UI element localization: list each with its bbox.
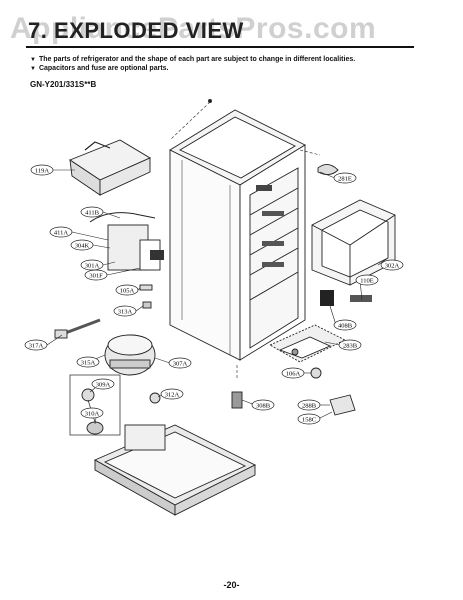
title-rule <box>26 46 414 48</box>
page-number: -20- <box>223 580 240 590</box>
callout-308B-label: 308B <box>256 402 271 409</box>
callout-281E: 281E <box>333 172 357 184</box>
triangle-bullet-icon: ▼ <box>30 66 36 72</box>
freezer-cover <box>311 199 396 286</box>
callout-106A: 106A <box>281 367 305 379</box>
callout-408B-label: 408B <box>338 322 353 329</box>
callout-106A-label: 106A <box>286 370 301 377</box>
screw-icon <box>208 99 212 103</box>
callout-301F-label: 301F <box>89 272 103 279</box>
callout-105A: 105A <box>115 284 139 296</box>
callout-105A-label: 105A <box>120 287 135 294</box>
callout-301A: 301A <box>80 259 104 271</box>
callout-411A: 411A <box>49 226 73 238</box>
triangle-bullet-icon: ▼ <box>30 57 36 63</box>
lamp-part <box>317 164 339 175</box>
callout-317A: 317A <box>24 339 48 351</box>
callout-309A-label: 309A <box>96 381 111 388</box>
callout-315A: 315A <box>76 356 100 368</box>
note-1: ▼The parts of refrigerator and the shape… <box>30 56 355 63</box>
callout-307A-label: 307A <box>173 360 188 367</box>
callout-312A: 312A <box>160 388 184 400</box>
callout-288B-label: 288B <box>302 402 317 409</box>
evaporator-tray <box>69 139 151 196</box>
callout-310A: 310A <box>80 407 104 419</box>
callout-313A: 313A <box>113 305 137 317</box>
hinge-parts <box>320 290 372 306</box>
callout-301A-label: 301A <box>85 262 100 269</box>
callout-411B-label: 411B <box>85 209 100 216</box>
callout-312A-label: 312A <box>165 391 180 398</box>
callout-302A-label: 302A <box>385 262 400 269</box>
callout-304K-label: 304K <box>75 242 90 249</box>
small-clips <box>139 284 153 309</box>
callout-411B: 411B <box>80 206 104 218</box>
compressor <box>54 318 156 376</box>
callout-288B: 288B <box>297 399 321 411</box>
callout-119A-label: 119A <box>35 167 50 174</box>
callout-301F: 301F <box>84 269 108 281</box>
callout-281E-label: 281E <box>338 175 352 182</box>
refrigerator-cabinet <box>169 109 306 361</box>
callout-304K: 304K <box>70 239 94 251</box>
control-box <box>89 212 164 271</box>
callout-119A: 119A <box>30 164 54 176</box>
callout-317A-label: 317A <box>29 342 44 349</box>
callout-302A: 302A <box>380 259 404 271</box>
page-title: 7. EXPLODED VIEW <box>28 18 244 43</box>
note-1-text: The parts of refrigerator and the shape … <box>38 56 356 63</box>
note-2-text: Capacitors and fuse are optional parts. <box>38 65 169 72</box>
grommet-icon <box>149 392 161 404</box>
callout-158C: 158C <box>297 413 321 425</box>
model-number: GN-Y201/331S**B <box>30 80 97 89</box>
callout-308B: 308B <box>251 399 275 411</box>
note-2: ▼Capacitors and fuse are optional parts. <box>30 65 168 72</box>
callout-313A-label: 313A <box>118 308 133 315</box>
callout-158C-label: 158C <box>302 416 316 423</box>
callout-411A-label: 411A <box>54 229 69 236</box>
callout-309A: 309A <box>91 378 115 390</box>
callout-307A: 307A <box>168 357 192 369</box>
callout-315A-label: 315A <box>81 359 96 366</box>
callout-283B: 283B <box>338 339 362 351</box>
callout-110E-label: 110E <box>360 277 374 284</box>
callout-283B-label: 283B <box>343 342 358 349</box>
callout-310A-label: 310A <box>85 410 100 417</box>
relay-group <box>69 374 121 436</box>
callout-110E: 110E <box>355 274 379 286</box>
top-guide-lines <box>169 101 321 380</box>
callout-408B: 408B <box>333 319 357 331</box>
base-plate <box>93 424 257 516</box>
